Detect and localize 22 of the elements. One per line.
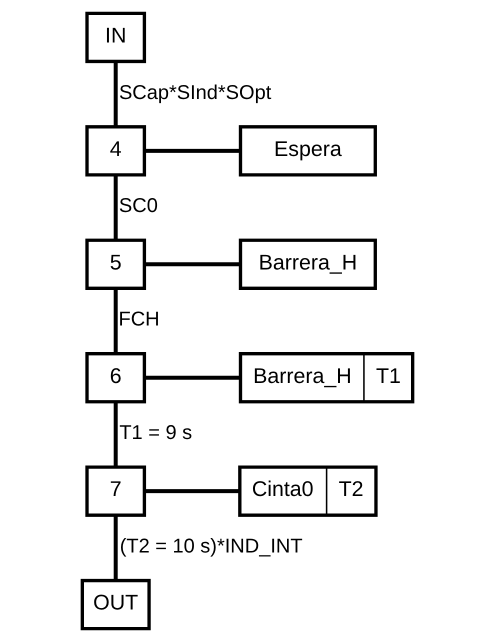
node-box: Espera (238, 125, 376, 177)
node-box: 7 (84, 465, 146, 517)
connector (144, 148, 240, 153)
connector (144, 376, 240, 380)
node-box: 5 (84, 238, 146, 290)
connector (144, 489, 240, 494)
node-box: 4 (84, 125, 146, 177)
edge-label: T1 = 9 s (118, 422, 192, 444)
node-box: OUT (80, 578, 150, 630)
node-box: IN (84, 12, 146, 64)
node-box: 6 (84, 352, 146, 404)
connector (113, 402, 118, 467)
node-box: Barrera_H (238, 238, 376, 290)
connector (144, 262, 240, 266)
edge-label: SCap*SInd*SOpt (118, 82, 271, 104)
edge-label: (T2 = 10 s)*IND_INT (119, 536, 302, 558)
edge-label: FCH (118, 308, 160, 331)
edge-label: SC0 (118, 195, 158, 218)
connector (113, 175, 118, 240)
connector (113, 515, 118, 580)
connector (113, 62, 118, 127)
connector (113, 288, 118, 354)
